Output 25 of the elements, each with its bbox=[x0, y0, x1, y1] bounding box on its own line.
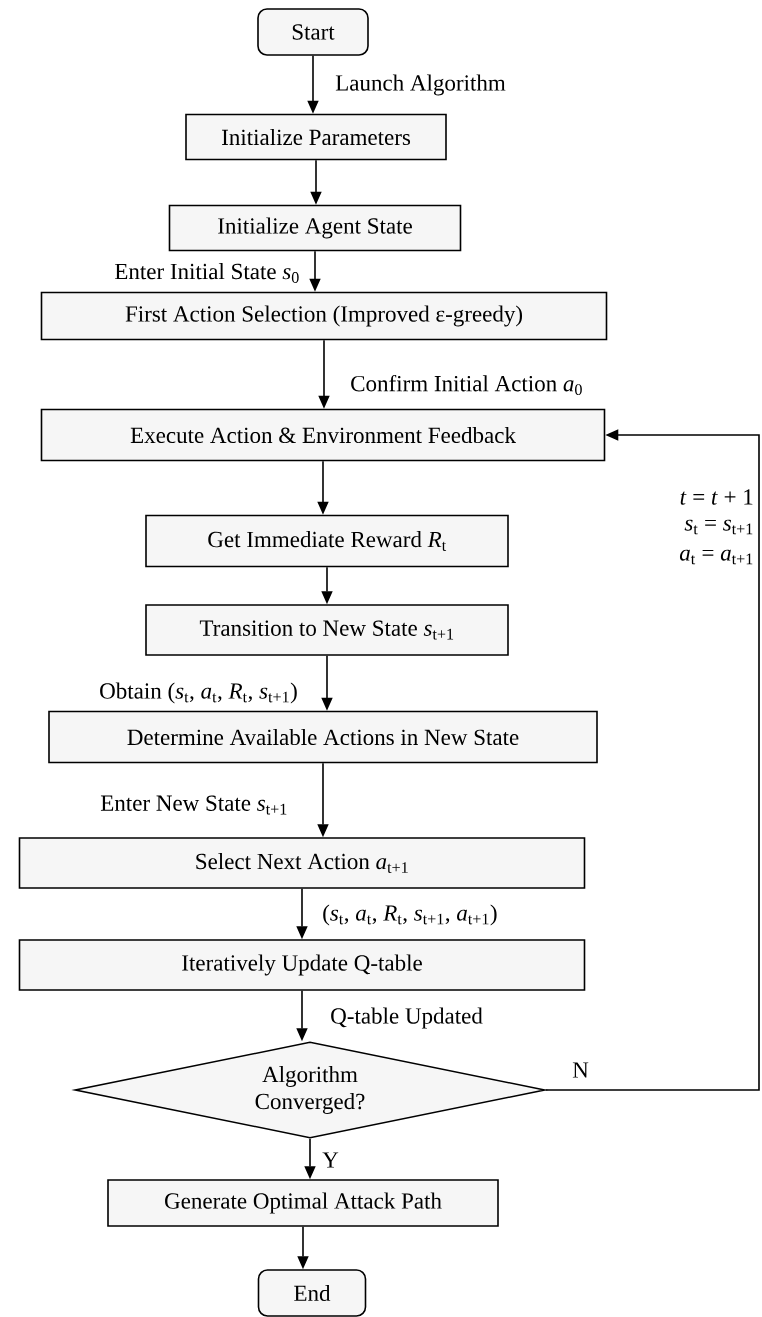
terminal-box: Start bbox=[257, 8, 369, 56]
terminal-box: End bbox=[257, 1269, 367, 1317]
process-box: Select Next Action a$_{t+1}$ bbox=[18, 837, 586, 889]
edge-label: Obtain (s$_{t}$, a$_{t}$, R$_{t}$, s$_{t+1}$) bbox=[100, 682, 297, 704]
process-box: Determine Available Actions in New State bbox=[48, 710, 598, 764]
process-box: Execute Action & Environment Feedback bbox=[40, 408, 606, 462]
process-box: Transition to New State s$_{t+1}$ bbox=[145, 604, 509, 656]
edge-label: Enter New State s$_{t+1}$ bbox=[100, 795, 287, 815]
update-equation: t = t + 1 bbox=[680, 489, 753, 505]
process-box: Initialize Agent State bbox=[168, 204, 462, 252]
edge-label: N bbox=[572, 1062, 589, 1078]
edge-label: Confirm Initial Action a$_{0}$ bbox=[351, 374, 582, 396]
process-box: Generate Optimal Attack Path bbox=[107, 1179, 499, 1227]
process-box: Get Immediate Reward R$_{t}$ bbox=[145, 514, 509, 568]
edge-label: (s$_{t}$, a$_{t}$, R$_{t}$, s$_{t+1}$, a$_{t+1}$) bbox=[323, 904, 497, 926]
update-equation: s$_{t}$ = s$_{t+1}$ bbox=[684, 519, 753, 535]
update-equation: a$_{t}$ = a$_{t+1}$ bbox=[679, 549, 753, 565]
edge-label: Launch Algorithm bbox=[335, 74, 506, 96]
process-box: Initialize Parameters bbox=[185, 113, 447, 161]
arrow bbox=[545, 429, 760, 1091]
edge-label: Q-table Updated bbox=[331, 1007, 483, 1029]
process-box: First Action Selection (Improved ε-greedy) bbox=[40, 291, 608, 341]
edge-label: Y bbox=[322, 1152, 339, 1168]
edge-label: Enter Initial State s$_{0}$ bbox=[115, 263, 299, 283]
process-box: Iteratively Update Q-table bbox=[18, 939, 586, 991]
